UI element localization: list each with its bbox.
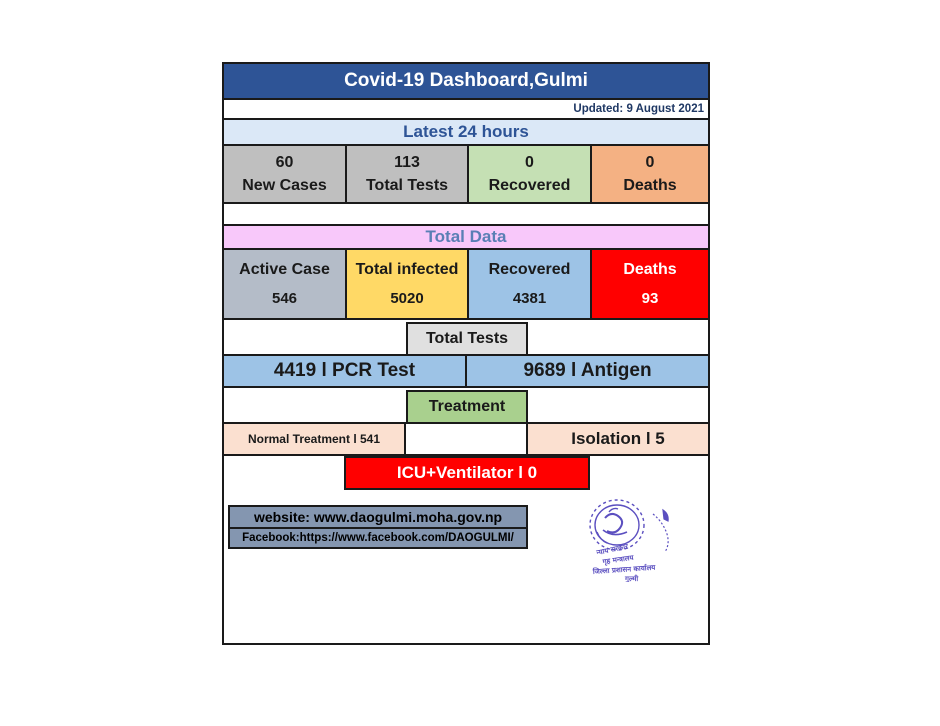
stat-deaths-label: Deaths — [623, 177, 677, 194]
total-deaths-label: Deaths — [623, 260, 677, 278]
stat-total-tests: 113 Total Tests — [347, 146, 469, 202]
stat-new-cases: 60 New Cases — [224, 146, 347, 202]
stat-deaths: 0 Deaths — [592, 146, 708, 202]
antigen-test-cell: 9689 l Antigen — [467, 356, 708, 386]
stat-total-tests-label: Total Tests — [365, 177, 449, 194]
svg-text:गुल्मी: गुल्मी — [624, 574, 639, 582]
latest-24h-banner: Latest 24 hours — [224, 120, 708, 146]
total-infected: Total infected 5020 — [347, 250, 469, 318]
tests-breakdown-row: 4419 l PCR Test 9689 l Antigen — [224, 356, 708, 388]
stat-recovered-value: 0 — [525, 153, 534, 171]
treatment-label: Treatment — [406, 390, 528, 424]
stat-recovered: 0 Recovered — [469, 146, 592, 202]
website-link[interactable]: website: www.daogulmi.moha.gov.np — [228, 505, 528, 529]
stat-new-cases-label: New Cases — [242, 177, 327, 194]
total-active-case-value: 546 — [271, 289, 298, 307]
isolation-cell: Isolation l 5 — [528, 424, 708, 454]
treatment-detail-row: Normal Treatment l 541 Isolation l 5 — [224, 424, 708, 456]
total-tests-label-band: Total Tests — [224, 320, 708, 356]
total-infected-value: 5020 — [390, 289, 424, 307]
total-tests-label: Total Tests — [406, 322, 528, 356]
treatment-spacer-cell — [406, 424, 528, 454]
dashboard-title: Covid-19 Dashboard,Gulmi — [224, 64, 708, 100]
total-active-case-label: Active Case — [239, 260, 330, 278]
treatment-label-band: Treatment — [224, 388, 708, 424]
updated-text: Updated: 9 August 2021 — [573, 103, 704, 115]
total-deaths-value: 93 — [641, 289, 659, 307]
stat-recovered-label: Recovered — [488, 177, 571, 194]
total-deaths: Deaths 93 — [592, 250, 708, 318]
updated-bar: Updated: 9 August 2021 — [224, 100, 708, 120]
icu-ventilator-cell: ICU+Ventilator l 0 — [344, 456, 590, 490]
spacer-after-24h — [224, 204, 708, 224]
total-recovered-label: Recovered — [488, 260, 571, 278]
facebook-link[interactable]: Facebook:https://www.facebook.com/DAOGUL… — [228, 529, 528, 549]
district-administration-office-seal-icon: न्याय सरकार गृह मन्त्रालय जिल्ला प्रशासन… — [567, 492, 685, 584]
stat-total-tests-value: 113 — [394, 153, 420, 171]
normal-treatment-cell: Normal Treatment l 541 — [224, 424, 406, 454]
total-infected-label: Total infected — [355, 260, 459, 278]
footer-band: website: www.daogulmi.moha.gov.np Facebo… — [224, 492, 708, 592]
total-recovered-value: 4381 — [512, 289, 547, 307]
covid-dashboard-card: Covid-19 Dashboard,Gulmi Updated: 9 Augu… — [222, 62, 710, 645]
icu-band: ICU+Ventilator l 0 — [224, 456, 708, 492]
stat-new-cases-value: 60 — [275, 153, 294, 171]
total-active-case: Active Case 546 — [224, 250, 347, 318]
total-data-row: Active Case 546 Total infected 5020 Reco… — [224, 250, 708, 320]
total-data-banner: Total Data — [224, 224, 708, 250]
stat-deaths-value: 0 — [645, 153, 655, 171]
pcr-test-cell: 4419 l PCR Test — [224, 356, 467, 386]
latest-24h-stats-row: 60 New Cases 113 Total Tests 0 Recovered… — [224, 146, 708, 204]
total-recovered: Recovered 4381 — [469, 250, 592, 318]
